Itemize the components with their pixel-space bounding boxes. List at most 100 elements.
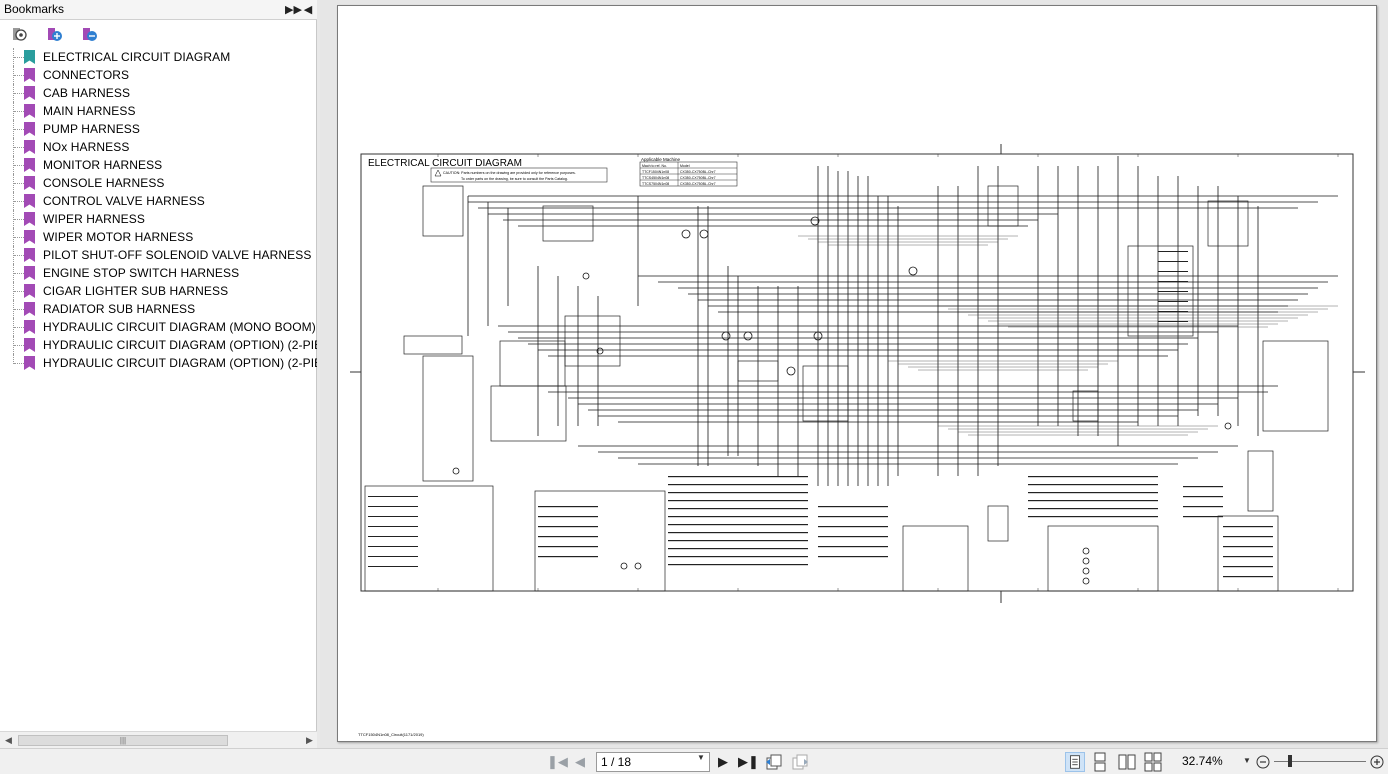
connector-pins (368, 251, 1273, 578)
bookmark-icon (24, 158, 35, 172)
triangle-left-icon[interactable]: ◀ (303, 4, 313, 16)
bookmark-icon (24, 266, 35, 280)
bookmark-icon (24, 302, 35, 316)
page-number-input[interactable]: 1 / 18 (596, 752, 710, 772)
bookmark-icon (24, 140, 35, 154)
table-cell: CX350-CX750BL-Chr7 (680, 182, 716, 186)
zoom-in-icon[interactable] (1370, 755, 1384, 769)
bookmark-item[interactable]: CONTROL VALVE HARNESS (0, 192, 317, 210)
bookmark-label: RADIATOR SUB HARNESS (43, 302, 196, 316)
bookmark-item[interactable]: PUMP HARNESS (0, 120, 317, 138)
table-cell: TTCS7504N1n08 (642, 182, 669, 186)
table-cell: CX350-CX750BL-Chr7 (680, 176, 716, 180)
next-view-icon[interactable] (790, 752, 810, 772)
bookmark-icon (24, 68, 35, 82)
bookmark-label: CONTROL VALVE HARNESS (43, 194, 205, 208)
chevron-down-icon[interactable]: ▼ (697, 753, 705, 762)
zoom-slider[interactable] (1274, 761, 1366, 762)
bookmark-options-icon[interactable] (10, 26, 30, 44)
bookmark-icon (24, 194, 35, 208)
zoom-slider-thumb[interactable] (1288, 755, 1292, 767)
expand-bookmark-icon[interactable] (45, 26, 65, 44)
secondary-wires (798, 235, 1338, 436)
bookmark-icon (24, 86, 35, 100)
bookmark-item[interactable]: RADIATOR SUB HARNESS (0, 300, 317, 318)
facing-page-icon[interactable] (1117, 752, 1137, 772)
bookmark-label: HYDRAULIC CIRCUIT DIAGRAM (OPTION) (2-PI… (43, 338, 317, 352)
previous-page-icon[interactable]: ◀ (575, 754, 585, 769)
bookmarks-header: Bookmarks ▶▶ ◀ (0, 0, 317, 20)
bookmark-item[interactable]: MAIN HARNESS (0, 102, 317, 120)
warning-icon (434, 169, 442, 177)
bookmark-item[interactable]: PILOT SHUT-OFF SOLENOID VALVE HARNESS (0, 246, 317, 264)
bookmark-item[interactable]: WIPER MOTOR HARNESS (0, 228, 317, 246)
bookmark-icon (24, 248, 35, 262)
bookmark-item[interactable]: CONNECTORS (0, 66, 317, 84)
bookmark-label: CONSOLE HARNESS (43, 176, 165, 190)
bookmark-icon (24, 122, 35, 136)
bookmark-icon (24, 50, 35, 64)
single-page-icon[interactable] (1065, 752, 1085, 772)
bottom-toolbar: ❚◀ ◀ 1 / 18 ▼ ▶ ▶❚ (0, 748, 1388, 774)
bookmark-item[interactable]: WIPER HARNESS (0, 210, 317, 228)
bookmark-label: CONNECTORS (43, 68, 130, 82)
document-viewer[interactable]: ELECTRICAL CIRCUIT DIAGRAM CAUTION: Part… (320, 0, 1388, 748)
collapse-bookmark-icon[interactable] (80, 26, 100, 44)
bookmark-item[interactable]: CIGAR LIGHTER SUB HARNESS (0, 282, 317, 300)
panel-splitter[interactable] (317, 0, 320, 748)
zoom-level[interactable]: 32.74% (1182, 754, 1223, 768)
bookmark-label: CIGAR LIGHTER SUB HARNESS (43, 284, 229, 298)
first-page-icon[interactable]: ❚◀ (547, 754, 568, 769)
bookmark-item[interactable]: ELECTRICAL CIRCUIT DIAGRAM (0, 48, 317, 66)
bookmark-item[interactable]: CAB HARNESS (0, 84, 317, 102)
bookmarks-panel: Bookmarks ▶▶ ◀ ELECTRICAL CI (0, 0, 317, 748)
next-page-icon[interactable]: ▶ (718, 754, 728, 769)
continuous-page-icon[interactable] (1090, 752, 1110, 772)
scroll-right-icon[interactable]: ▶ (306, 735, 313, 745)
diagram-title: ELECTRICAL CIRCUIT DIAGRAM (368, 158, 522, 169)
page-footer-code: TTCF1504N1n08_Circuit(1171/2019) (358, 732, 424, 737)
bookmark-item[interactable]: MONITOR HARNESS (0, 156, 317, 174)
bookmark-item[interactable]: NOx HARNESS (0, 138, 317, 156)
bookmark-list: ELECTRICAL CIRCUIT DIAGRAM CONNECTORS CA… (0, 48, 317, 728)
table-cell: TTCS4504N1n08 (642, 176, 669, 180)
bookmark-label: MONITOR HARNESS (43, 158, 163, 172)
pdf-page: ELECTRICAL CIRCUIT DIAGRAM CAUTION: Part… (337, 5, 1377, 742)
bookmark-icon (24, 212, 35, 226)
border-ticks (437, 154, 1339, 591)
zoom-out-icon[interactable] (1256, 755, 1270, 769)
bookmark-icon (24, 356, 35, 370)
previous-view-icon[interactable] (764, 752, 784, 772)
bookmark-label: HYDRAULIC CIRCUIT DIAGRAM (MONO BOOM) (43, 320, 316, 334)
bookmark-label: WIPER HARNESS (43, 212, 145, 226)
bookmark-item[interactable]: HYDRAULIC CIRCUIT DIAGRAM (OPTION) (2-PI… (0, 336, 317, 354)
caution-text-2: To order parts on the drawing, be sure t… (461, 177, 568, 181)
table-cell: TTCF1504N1n08 (642, 170, 669, 174)
bookmark-label: NOx HARNESS (43, 140, 130, 154)
circuit-symbols (452, 216, 1232, 585)
bookmark-icon (24, 104, 35, 118)
scroll-left-icon[interactable]: ◀ (5, 735, 12, 745)
table-cell: CX350-CX750BL-Chr7 (680, 170, 716, 174)
bookmark-label: CAB HARNESS (43, 86, 131, 100)
table-header: Mach to ref. No. (642, 164, 667, 168)
bookmark-item[interactable]: HYDRAULIC CIRCUIT DIAGRAM (OPTION) (2-PI… (0, 354, 317, 372)
bookmark-label: PILOT SHUT-OFF SOLENOID VALVE HARNESS (43, 248, 312, 262)
last-page-icon[interactable]: ▶❚ (738, 754, 759, 769)
bookmarks-horizontal-scrollbar[interactable]: ◀ ||| ▶ (0, 731, 317, 748)
double-chevron-right-icon[interactable]: ▶▶ (285, 4, 302, 16)
bookmark-icon (24, 284, 35, 298)
bookmark-item[interactable]: HYDRAULIC CIRCUIT DIAGRAM (MONO BOOM) (0, 318, 317, 336)
bookmark-item[interactable]: ENGINE STOP SWITCH HARNESS (0, 264, 317, 282)
scrollbar-thumb[interactable]: ||| (18, 735, 228, 746)
bookmark-icon (24, 320, 35, 334)
applicable-machine-title: Applicable Machine (641, 157, 681, 162)
bookmarks-title: Bookmarks (4, 2, 65, 16)
component-blocks (364, 185, 1329, 592)
continuous-facing-icon[interactable] (1143, 752, 1163, 772)
bookmark-icon (24, 230, 35, 244)
zoom-dropdown-icon[interactable]: ▼ (1243, 756, 1251, 765)
bookmark-icon (24, 338, 35, 352)
bookmark-item[interactable]: CONSOLE HARNESS (0, 174, 317, 192)
